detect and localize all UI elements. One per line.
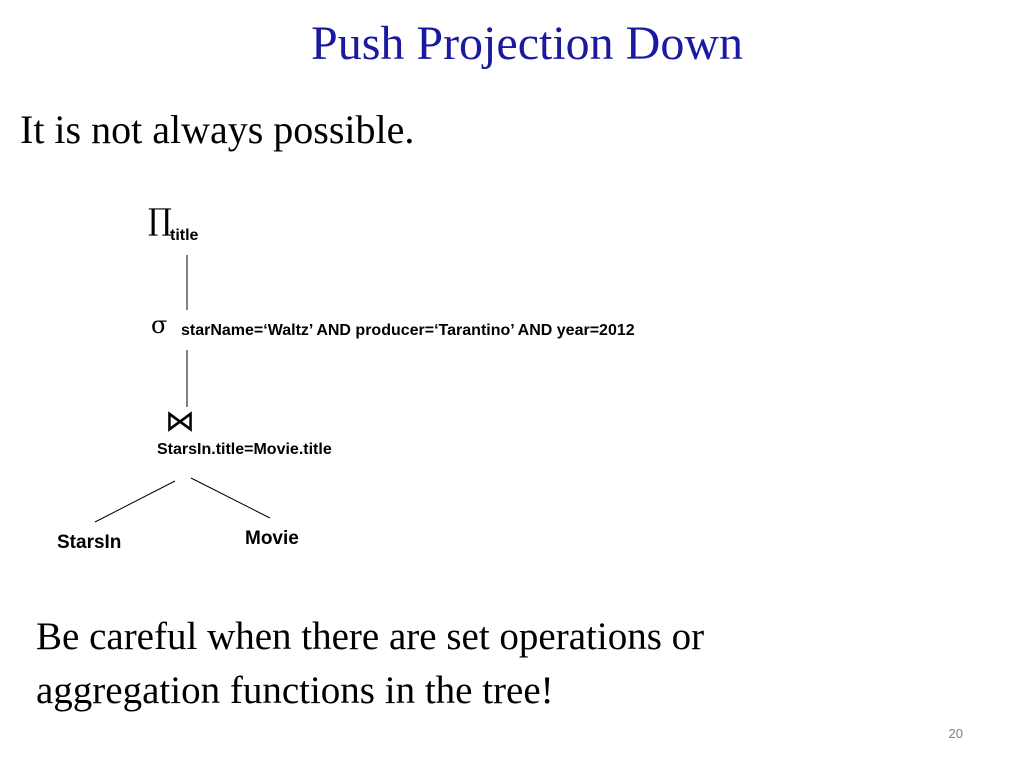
caution-note-line-2: aggregation functions in the tree! [36,669,554,712]
leaf-movie: Movie [245,528,299,549]
caution-note-line-1: Be careful when there are set operations… [36,615,705,658]
selection-symbol: σ [151,311,168,339]
projection-symbol: ∏ [148,203,172,238]
join-condition: StarsIn.title=Movie.title [157,441,332,458]
edge-join-starsin [94,480,176,523]
join-symbol: ⋈ [165,404,195,439]
slide-title: Push Projection Down [311,17,743,70]
edge-join-movie [190,477,271,519]
leaf-starsin: StarsIn [57,532,122,553]
selection-condition: starName=‘Waltz’ AND producer=‘Tarantino… [181,322,635,339]
slide-subtitle: It is not always possible. [20,107,415,152]
projection-attribute: title [170,227,199,244]
page-number: 20 [948,726,963,741]
caution-note: Be careful when there are set operations… [36,610,704,718]
